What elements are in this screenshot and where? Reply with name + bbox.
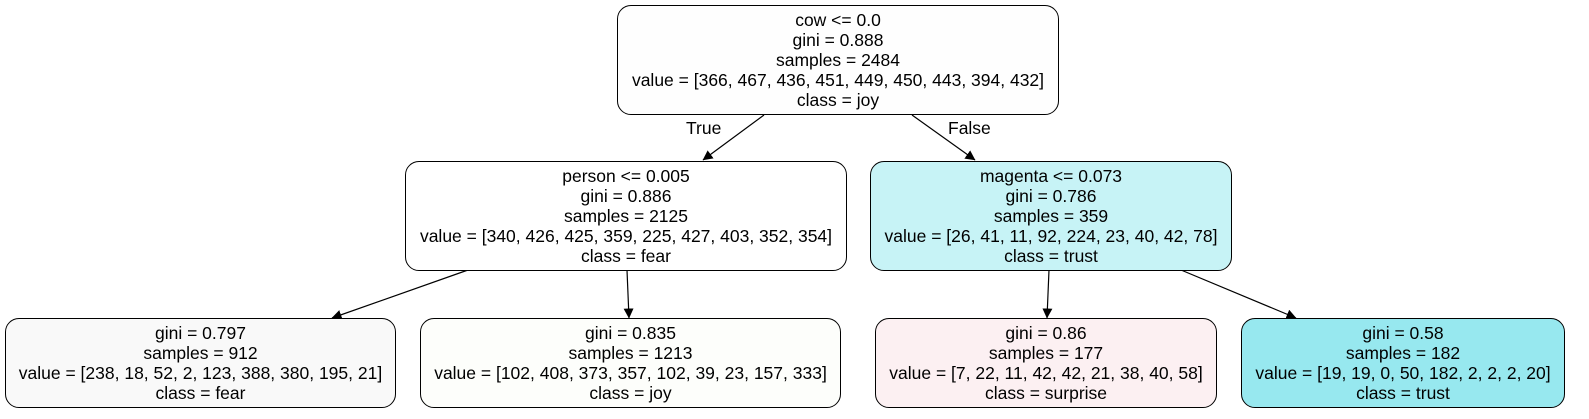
node-value: value = [26, 41, 11, 92, 224, 23, 40, 42… — [884, 226, 1218, 246]
edge-right-to-leaf3 — [1042, 269, 1053, 319]
node-samples: samples = 177 — [988, 343, 1104, 363]
node-samples: samples = 359 — [993, 206, 1109, 226]
tree-leaf-3: gini = 0.86 samples = 177 value = [7, 22… — [875, 318, 1217, 408]
tree-node-right: magenta <= 0.073 gini = 0.786 samples = … — [870, 161, 1232, 271]
tree-node-root: cow <= 0.0 gini = 0.888 samples = 2484 v… — [617, 5, 1059, 115]
edge-left-to-leaf1 — [331, 269, 469, 320]
tree-leaf-1: gini = 0.797 samples = 912 value = [238,… — [5, 318, 396, 408]
edge-root-to-right — [911, 114, 976, 161]
node-samples: samples = 912 — [143, 343, 258, 363]
node-samples: samples = 2125 — [563, 206, 689, 226]
node-value: value = [102, 408, 373, 357, 102, 39, 23… — [434, 363, 827, 383]
node-class: class = fear — [581, 246, 671, 266]
node-gini: gini = 0.786 — [1005, 186, 1097, 206]
node-value: value = [7, 22, 11, 42, 42, 21, 38, 40, … — [889, 363, 1203, 383]
node-gini: gini = 0.835 — [585, 323, 676, 343]
node-value: value = [366, 467, 436, 451, 449, 450, 4… — [631, 70, 1045, 90]
node-samples: samples = 182 — [1345, 343, 1461, 363]
edge-right-to-leaf4 — [1180, 269, 1297, 319]
node-value: value = [19, 19, 0, 50, 182, 2, 2, 2, 20… — [1255, 363, 1551, 383]
node-samples: samples = 1213 — [568, 343, 693, 363]
node-class: class = trust — [1356, 383, 1450, 403]
edge-left-to-leaf2 — [623, 269, 634, 319]
node-class: class = joy — [589, 383, 672, 403]
node-value: value = [238, 18, 52, 2, 123, 388, 380, … — [18, 363, 383, 383]
node-class: class = joy — [796, 90, 880, 110]
node-samples: samples = 2484 — [775, 50, 901, 70]
node-gini: gini = 0.86 — [1005, 323, 1087, 343]
node-value: value = [340, 426, 425, 359, 225, 427, 4… — [419, 226, 833, 246]
tree-leaf-2: gini = 0.835 samples = 1213 value = [102… — [420, 318, 841, 408]
node-gini: gini = 0.797 — [155, 323, 246, 343]
tree-node-left: person <= 0.005 gini = 0.886 samples = 2… — [405, 161, 847, 271]
node-split-rule: magenta <= 0.073 — [979, 166, 1123, 186]
edge-label-false: False — [948, 118, 991, 138]
node-class: class = fear — [155, 383, 246, 403]
node-gini: gini = 0.58 — [1362, 323, 1444, 343]
node-split-rule: cow <= 0.0 — [795, 10, 881, 30]
tree-leaf-4: gini = 0.58 samples = 182 value = [19, 1… — [1241, 318, 1565, 408]
node-class: class = trust — [1004, 246, 1098, 266]
edge-root-to-left — [702, 114, 765, 161]
node-gini: gini = 0.886 — [580, 186, 672, 206]
edge-label-true: True — [686, 118, 722, 138]
node-class: class = surprise — [984, 383, 1108, 403]
node-split-rule: person <= 0.005 — [562, 166, 690, 186]
node-gini: gini = 0.888 — [792, 30, 884, 50]
